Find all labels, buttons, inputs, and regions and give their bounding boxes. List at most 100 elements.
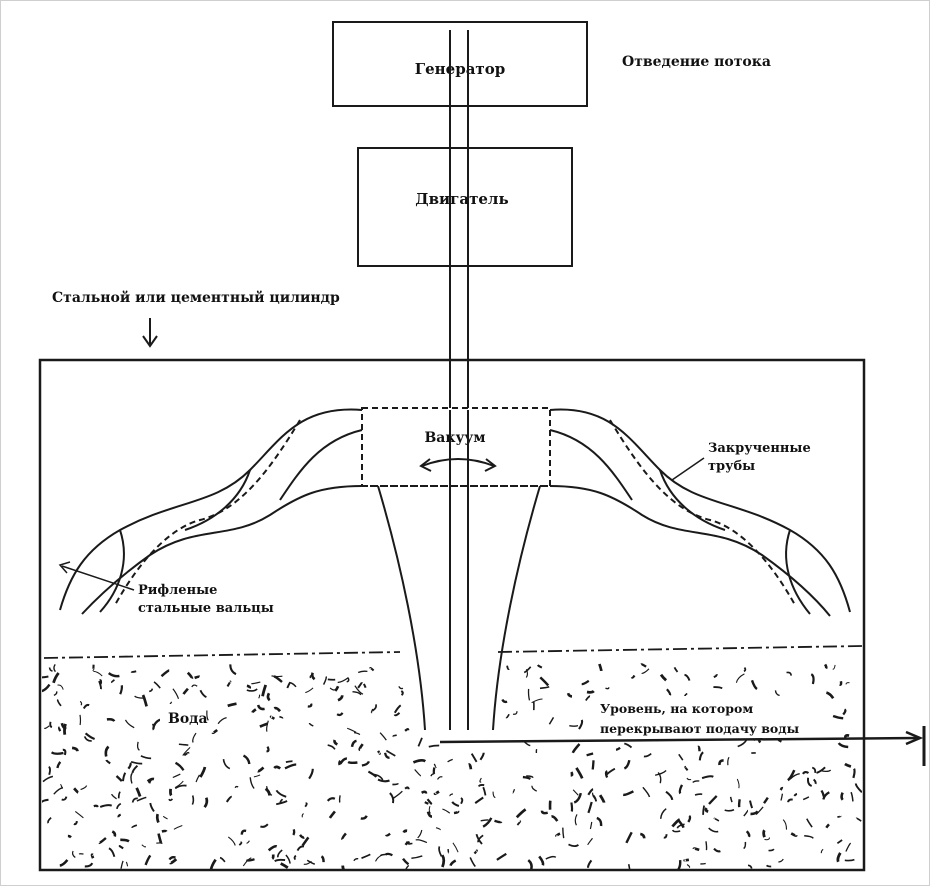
water-speckle (853, 769, 854, 778)
twisted-pipes-label-1: Закрученные (708, 441, 811, 456)
water-speckle (714, 849, 720, 852)
water-speckle (586, 696, 590, 700)
water-speckle (709, 796, 717, 804)
water-speckle (807, 819, 812, 827)
water-speckle (523, 777, 531, 779)
water-speckle (714, 818, 719, 820)
water-speckle (54, 673, 59, 683)
water-speckle (141, 756, 151, 759)
water-speckle (821, 849, 823, 853)
water-speckle (352, 741, 357, 747)
water-speckle (228, 837, 235, 846)
water-speckle (425, 802, 429, 804)
water-speckle (845, 735, 849, 737)
water-speckle (200, 690, 206, 697)
water-speckle (173, 689, 179, 699)
water-speckle (661, 675, 666, 681)
water-label: Вода (168, 711, 208, 727)
water-speckle (58, 685, 64, 690)
water-speckle (571, 803, 572, 812)
water-speckle (845, 860, 855, 861)
water-speckle (475, 851, 477, 854)
water-speckle (450, 794, 453, 796)
water-speckle (664, 834, 667, 837)
water-speckle (106, 760, 110, 763)
water-speckle (588, 838, 593, 845)
water-speckle (342, 833, 346, 839)
water-speckle (767, 865, 772, 866)
water-speckle (776, 690, 780, 695)
water-speckle (517, 809, 526, 817)
water-speckle (72, 748, 78, 751)
water-speckle (573, 790, 578, 795)
water-speckle (413, 760, 425, 762)
water-speckle (593, 760, 594, 769)
water-speckle (131, 773, 132, 783)
water-speckle (778, 859, 783, 862)
water-speckle (751, 811, 758, 814)
water-speckle (312, 673, 314, 680)
level-label-2: перекрывают подачу воды (600, 721, 800, 736)
water-speckle (597, 818, 601, 826)
water-speckle (84, 705, 89, 709)
water-speckle (334, 740, 337, 745)
water-speckle (253, 709, 256, 712)
water-speckle (794, 794, 797, 796)
water-speckle (258, 705, 265, 709)
water-speckle (837, 816, 840, 817)
water-speckle (211, 860, 216, 871)
water-speckle (58, 700, 61, 706)
water-speckle (347, 728, 356, 732)
water-speckle (48, 818, 51, 824)
water-speckle (714, 674, 717, 677)
water-speckle (278, 850, 282, 857)
water-speckle (193, 733, 196, 742)
water-speckle (218, 718, 227, 724)
water-speckle (276, 790, 286, 796)
water-speckle (568, 693, 572, 696)
water-speckle (137, 797, 146, 801)
water-speckle (386, 834, 390, 836)
water-speckle (157, 814, 158, 822)
water-speckle (100, 805, 112, 807)
water-speckle (744, 668, 745, 672)
water-speckle (362, 761, 369, 765)
water-speckle (703, 806, 704, 815)
water-speckle (328, 798, 335, 801)
water-speckle (330, 811, 335, 818)
vacuum-label: Вакуум (424, 430, 485, 446)
water-speckle (731, 797, 732, 802)
water-speckle (361, 816, 367, 819)
water-speckle (405, 729, 408, 731)
water-speckle (434, 768, 435, 775)
water-speckle (695, 794, 702, 795)
water-speckle (268, 693, 270, 700)
water-speckle (80, 701, 81, 705)
water-speckle (747, 831, 749, 837)
water-speckle (856, 784, 862, 793)
water-speckle (679, 754, 683, 760)
cylinder-arrow (143, 318, 157, 346)
water-speckle (588, 860, 591, 867)
water-speckle (142, 845, 146, 847)
water-speckle (60, 860, 68, 866)
water-speckle (744, 842, 746, 849)
water-speckle (271, 717, 274, 719)
water-speckle (118, 815, 120, 818)
water-speckle (803, 797, 809, 800)
water-speckle (725, 810, 734, 811)
water-speckle (549, 717, 553, 724)
water-speckle (75, 811, 83, 818)
water-speckle (111, 680, 114, 683)
water-speckle (842, 793, 843, 800)
water-speckle (781, 787, 782, 790)
water-speckle (54, 691, 57, 695)
water-speckle (438, 777, 443, 780)
water-speckle (324, 677, 327, 685)
water-speckle (335, 686, 338, 691)
water-speckle (150, 803, 154, 811)
water-speckle (642, 669, 649, 674)
water-speckle (281, 864, 288, 868)
water-speckle (569, 726, 578, 727)
water-speckle (470, 857, 475, 866)
